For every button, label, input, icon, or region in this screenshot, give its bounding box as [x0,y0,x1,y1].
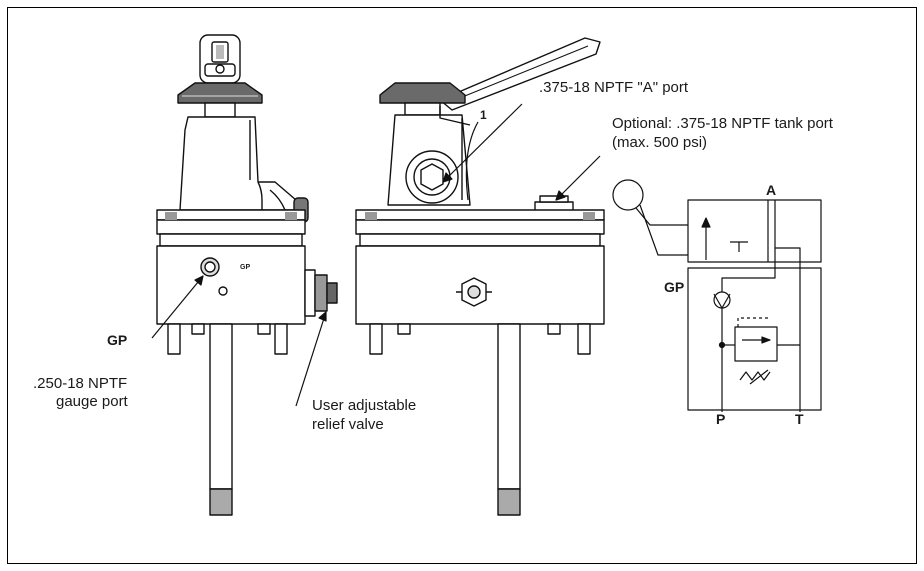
port-a-label: .375-18 NPTF "A" port [539,79,689,96]
schematic-port-p: P [716,411,726,427]
gp-callout-label: GP [107,332,128,348]
middle-view [355,37,605,516]
leader-lines [151,103,601,407]
gauge-port-label-line1: .250-18 NPTF [33,375,128,392]
relief-valve-label-line1: User adjustable [312,397,417,414]
schematic-port-a: A [766,182,777,198]
schematic-port-t: T [795,411,804,427]
tank-port-label-line2: (max. 500 psi) [612,134,708,151]
item-number-1: 1 [480,108,487,122]
schematic-port-gp: GP [664,279,685,295]
tank-port-label-line1: Optional: .375-18 NPTF tank port [612,115,833,132]
left-view [156,34,338,516]
relief-valve-label-line2: relief valve [312,416,384,433]
gp-body-marking: GP [240,264,251,271]
gauge-port-label-line2: gauge port [56,393,128,410]
hydraulic-schematic [612,179,822,412]
